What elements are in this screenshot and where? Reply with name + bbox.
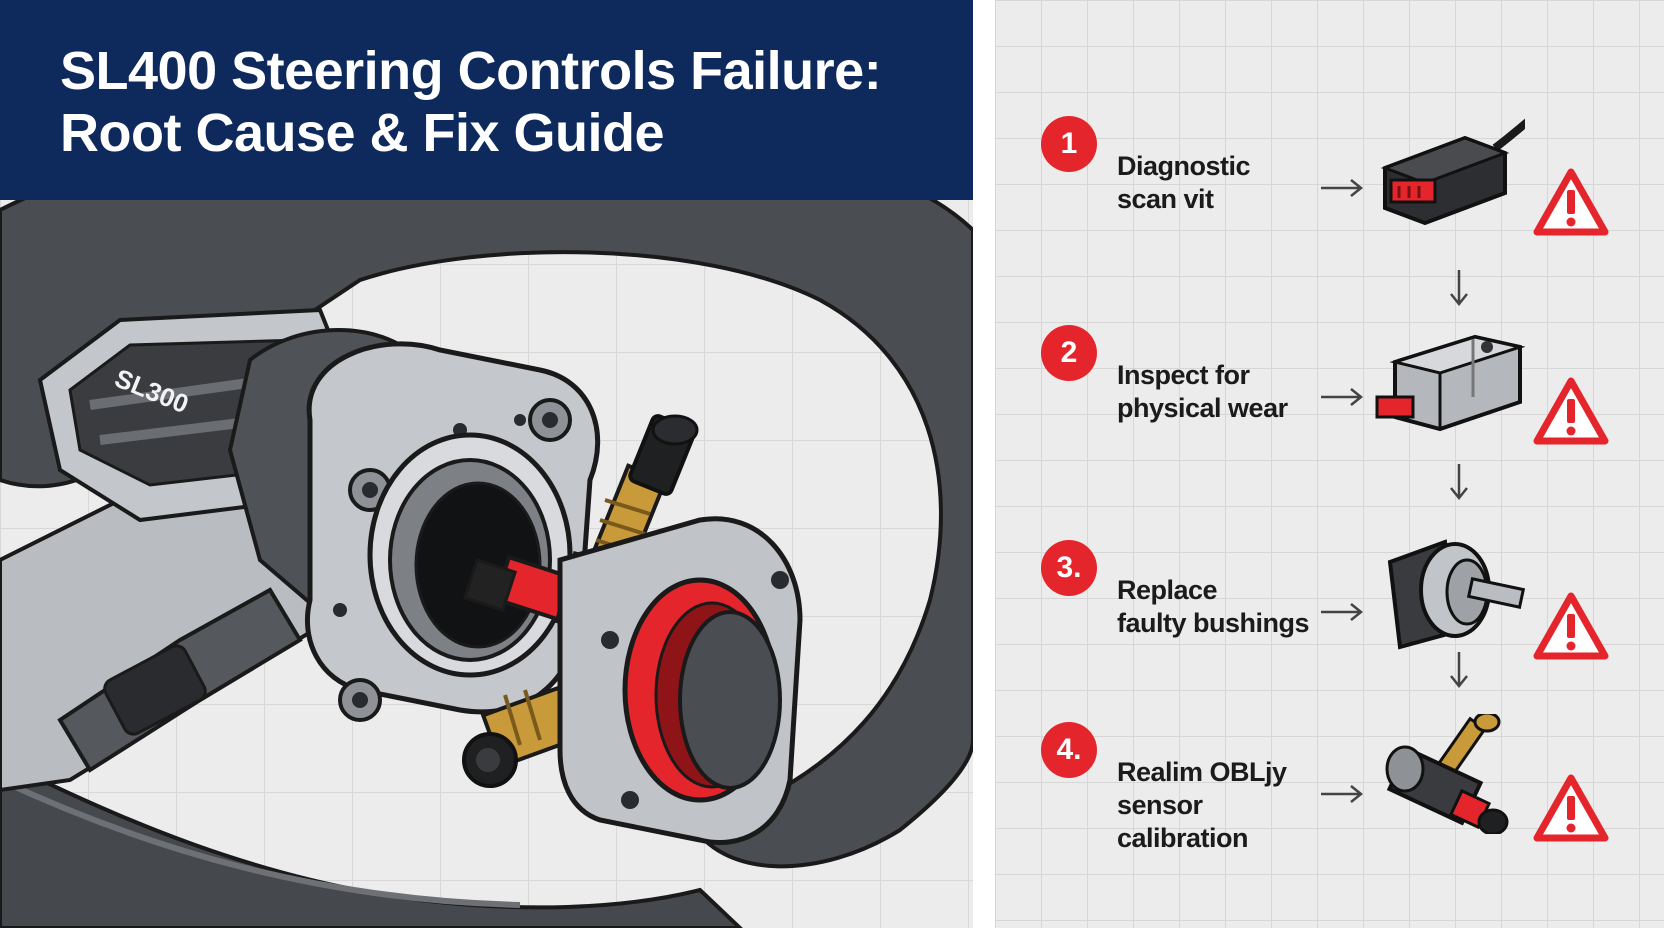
warning-icon — [1533, 377, 1609, 445]
title-line-1: SL400 Steering Controls Failure: — [60, 41, 882, 101]
sensor-block-icon — [1375, 334, 1525, 432]
calibration-sensor-icon — [1385, 714, 1509, 834]
illustration-panel: SL300 — [0, 0, 973, 928]
connector-plug-icon — [1380, 118, 1525, 226]
step-1: 1 Diagnostic scan vit — [995, 116, 1664, 266]
step-label-line: physical wear — [1117, 393, 1288, 423]
step-label-line: Inspect for — [1117, 360, 1250, 390]
step-number-badge: 2 — [1041, 325, 1097, 381]
arrow-right-icon — [1321, 388, 1364, 406]
title-banner: SL400 Steering Controls Failure: Root Ca… — [0, 0, 973, 200]
step-label: Realim OBLjy sensor calibration — [1117, 756, 1317, 855]
arrow-right-icon — [1321, 179, 1364, 197]
warning-icon — [1533, 168, 1609, 236]
arrow-down-icon — [1450, 270, 1468, 307]
page-title: SL400 Steering Controls Failure: Root Ca… — [60, 40, 882, 164]
arrow-right-icon — [1321, 785, 1364, 803]
warning-icon — [1533, 774, 1609, 842]
step-3: 3. Replace faulty bushings — [995, 539, 1664, 690]
arrow-down-icon — [1450, 464, 1468, 501]
step-label: Replace faulty bushings — [1117, 574, 1317, 640]
arrow-right-icon — [1321, 603, 1364, 621]
step-label: Diagnostic scan vit — [1117, 150, 1317, 216]
step-number-badge: 1 — [1041, 116, 1097, 172]
step-2: 2 Inspect for physical wear — [995, 325, 1664, 475]
step-label-line: sensor — [1117, 790, 1203, 820]
steering-assembly-illustration: SL300 — [0, 145, 973, 928]
step-label-line: calibration — [1117, 823, 1249, 853]
step-label-line: scan vit — [1117, 184, 1214, 214]
step-label-line: Diagnostic — [1117, 151, 1251, 181]
step-label-line: Replace — [1117, 575, 1218, 605]
bushing-icon — [1387, 539, 1525, 650]
step-label-line: Realim OBLjy — [1117, 757, 1287, 787]
panel-divider — [973, 0, 995, 928]
steps-panel: 1 Diagnostic scan vit — [995, 0, 1664, 928]
title-line-2: Root Cause & Fix Guide — [60, 103, 665, 163]
step-label-line: faulty bushings — [1117, 608, 1310, 638]
step-label: Inspect for physical wear — [1117, 359, 1317, 425]
step-4: 4. Realim OBLjy sensor calibration — [995, 714, 1664, 872]
step-number-badge: 4. — [1041, 722, 1097, 778]
warning-icon — [1533, 592, 1609, 660]
arrow-down-icon — [1450, 652, 1468, 689]
step-number-badge: 3. — [1041, 540, 1097, 596]
